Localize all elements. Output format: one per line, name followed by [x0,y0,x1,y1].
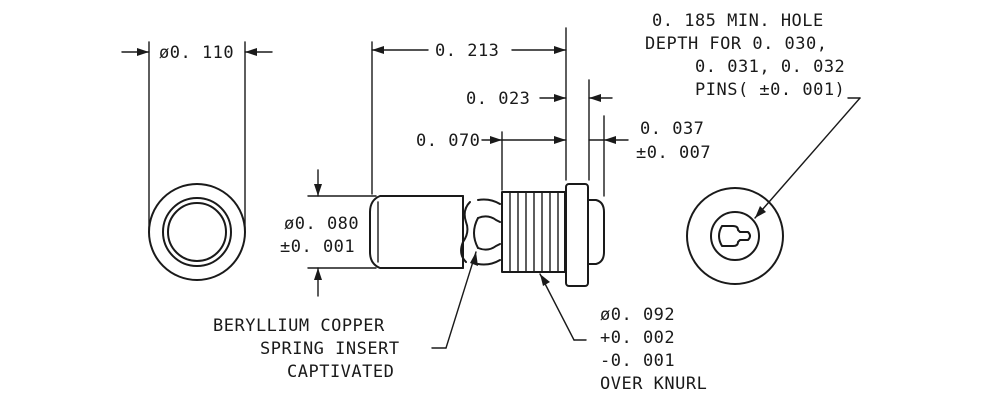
shank-diameter-tolerance: ±0. 001 [280,237,355,257]
end-view-outer-circle [148,183,246,281]
right-end-view: 0. 185 MIN. HOLE DEPTH FOR 0. 030, 0. 03… [645,11,861,285]
insert-note-line2: SPRING INSERT [260,339,400,359]
top-dimensions: 0. 213 0. 023 0. 070 0. 037 ±0. 007 [371,27,711,197]
insert-note-line3: CAPTIVATED [287,362,394,382]
flange-offset-tolerance: ±0. 007 [636,143,711,163]
knurl-tolerance-minus: -0. 001 [600,351,675,371]
hole-note-line4: PINS( ±0. 001) [695,80,845,100]
shank-diameter-dimension: ø0. 080 ±0. 001 [280,169,377,297]
flange-thickness-label: 0. 023 [466,89,530,109]
knurl-diameter-note: ø0. 092 +0. 002 -0. 001 OVER KNURL [539,273,707,394]
flange [565,183,589,287]
hole-note-line3: 0. 031, 0. 032 [695,57,845,77]
insert-note: BERYLLIUM COPPER SPRING INSERT CAPTIVATE… [213,251,478,382]
left-end-view: ø0. 110 [121,41,273,281]
knurl-note: OVER KNURL [600,374,707,394]
overall-length-label: 0. 213 [435,41,499,61]
flange-offset-label: 0. 037 [640,119,704,139]
knurl-diameter-label: ø0. 092 [600,305,675,325]
knurl-length-label: 0. 070 [416,131,480,151]
knurl-tolerance-plus: +0. 002 [600,328,675,348]
right-end-outer-circle [686,187,784,285]
end-diameter-label: ø0. 110 [159,43,234,63]
shank-diameter-label: ø0. 080 [284,214,359,234]
right-end-hole-circle [710,211,760,261]
side-view [369,183,605,287]
end-view-mid-circle [162,197,232,267]
hole-note-line1: 0. 185 MIN. HOLE [652,11,824,31]
hole-note-line2: DEPTH FOR 0. 030, [645,34,828,54]
insert-note-line1: BERYLLIUM COPPER [213,316,385,336]
end-view-bore-circle [167,202,227,262]
